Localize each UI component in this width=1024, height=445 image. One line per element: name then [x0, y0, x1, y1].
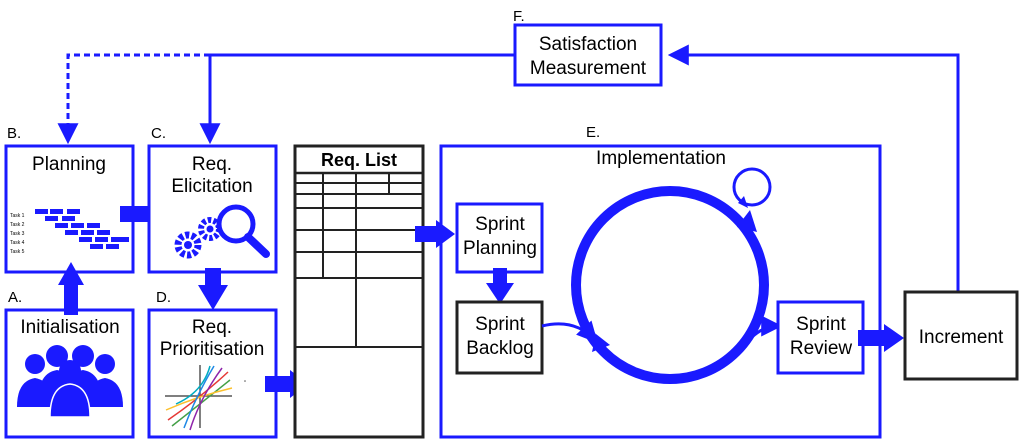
satisfaction-line1: Satisfaction: [539, 34, 637, 55]
sprint-planning-line1: Sprint: [475, 214, 525, 235]
task-2: Task 2: [10, 222, 25, 228]
req-list-title: Req. List: [321, 150, 397, 170]
sprint-review-box: [776, 300, 865, 375]
increment-to-satisfaction-arrow: [667, 44, 960, 292]
satisfaction-to-elicitation-arrow: [199, 53, 515, 145]
reqlist-to-sprint-planning-arrow: [415, 220, 455, 248]
task-3: Task 3: [10, 231, 25, 237]
task-list: Task 1 Task 2 Task 3 Task 4 Task 5: [10, 213, 25, 255]
label-f: F.: [513, 8, 525, 25]
label-b: B.: [7, 125, 21, 142]
satisfaction-to-planning-dashed-arrow: [57, 53, 210, 145]
sprint-backlog-line2: Backlog: [466, 338, 534, 359]
satisfaction-line2: Measurement: [530, 58, 647, 79]
req-list-table: [293, 144, 425, 439]
increment-title: Increment: [919, 327, 1004, 348]
prioritisation-title-line2: Prioritisation: [160, 339, 265, 360]
task-5: Task 5: [10, 249, 25, 255]
label-e: E.: [586, 124, 600, 141]
task-1: Task 1: [10, 213, 25, 219]
elicitation-title-line1: Req.: [192, 154, 232, 175]
people-group-icon: [17, 345, 123, 418]
implementation-box: [439, 144, 882, 439]
backlog-to-cycle-arrow: [541, 320, 598, 344]
elicitation-title-line2: Elicitation: [171, 176, 252, 197]
daily-cycle-arrowhead-icon: [738, 196, 748, 208]
label-a: A.: [8, 289, 22, 306]
sprint-cycle-circle: [571, 186, 769, 384]
sprint-backlog-line1: Sprint: [475, 314, 525, 335]
gears-magnifier-icon: [174, 204, 270, 259]
daily-cycle-circle: [732, 167, 772, 207]
sprint-review-line1: Sprint: [796, 314, 846, 335]
task-4: Task 4: [10, 240, 25, 246]
cycle-arrowhead-top-icon: [737, 210, 757, 232]
implementation-title: Implementation: [596, 148, 726, 169]
gantt-chart-icon: [35, 209, 129, 249]
curves-plot-icon: [165, 365, 246, 431]
initialisation-to-planning-arrow: [58, 262, 84, 315]
label-c: C.: [151, 125, 166, 142]
label-d: D.: [156, 289, 171, 306]
elicitation-to-prioritisation-arrow: [198, 268, 228, 310]
planning-to-backlog-arrow: [486, 268, 514, 304]
increment-box: [903, 290, 1019, 381]
planning-title: Planning: [32, 154, 106, 175]
sprint-review-line2: Review: [790, 338, 853, 359]
cycle-to-review-arrow: [750, 315, 783, 339]
sprint-planning-box: [455, 202, 544, 274]
sprint-backlog-box: [455, 300, 544, 375]
prioritisation-box: [147, 308, 278, 439]
initialisation-title: Initialisation: [20, 317, 119, 338]
review-to-increment-arrow: [858, 324, 904, 352]
sprint-planning-line2: Planning: [463, 238, 537, 259]
prioritisation-title-line1: Req.: [192, 317, 232, 338]
